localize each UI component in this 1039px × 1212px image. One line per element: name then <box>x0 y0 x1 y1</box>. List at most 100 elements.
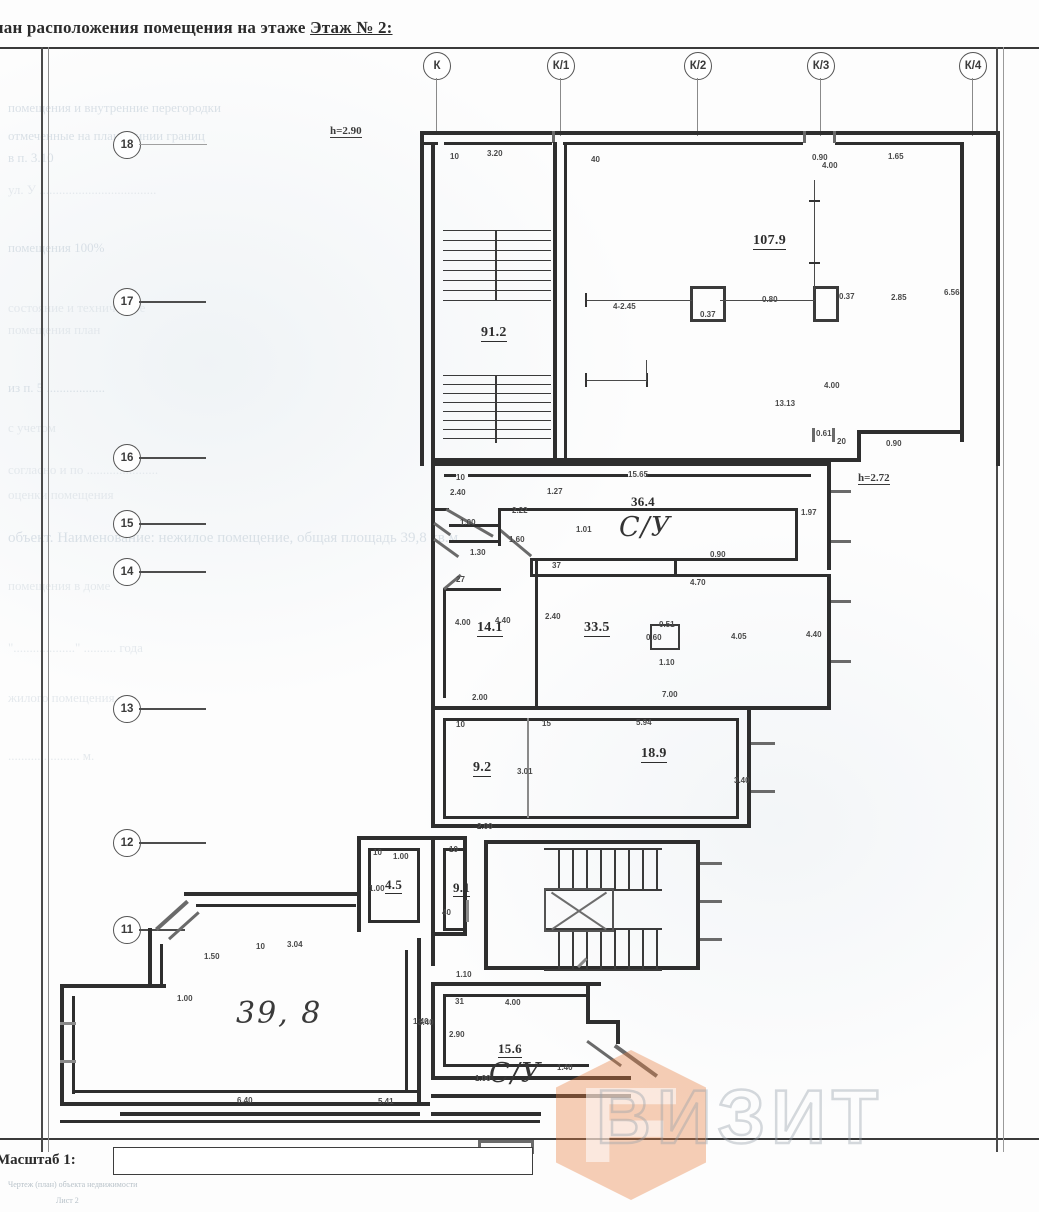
axis-lead-17 <box>139 301 206 303</box>
wall-lower-left-inner <box>443 720 446 818</box>
wall-wc-lower-right <box>586 982 590 1024</box>
wall-room91-bottom <box>431 932 467 936</box>
axis-marker-k4[interactable]: К/4 <box>959 52 987 80</box>
wall-room91-right <box>463 836 467 936</box>
wall-mid-top <box>431 462 831 466</box>
dimension-label: 0.60 <box>646 633 662 642</box>
dimension-label: 4.40 <box>806 630 822 639</box>
dimension-label: 1.00 <box>393 852 409 861</box>
dimension-label: 2.00 <box>472 693 488 702</box>
dimension-label: 6.56 <box>944 288 960 297</box>
wall-big-room-bottom-inner <box>72 1090 417 1093</box>
room-area-room-14-1: 14.1 <box>477 620 503 637</box>
scale-label: Масштаб 1: <box>0 1152 76 1168</box>
dimension-line-horizontal <box>586 300 692 302</box>
axis-marker-15[interactable]: 15 <box>113 510 141 538</box>
wall-stub <box>831 490 851 493</box>
wall-room45-left-inner <box>368 848 371 922</box>
wall-right-upper <box>996 131 1000 466</box>
wall-lower-left <box>431 710 435 828</box>
watermark-hex-glyph <box>586 1088 676 1162</box>
bleed-text: из п. 5 .................. <box>8 380 106 395</box>
bleed-text: помещения в доме <box>8 578 111 593</box>
wall-segment <box>563 142 803 145</box>
wall-lower-top-inner <box>443 718 739 721</box>
axis-marker-11[interactable]: 11 <box>113 916 141 944</box>
dimension-label: 6.40 <box>237 1096 253 1105</box>
column-1 <box>690 286 726 322</box>
dimension-label: 1.10 <box>456 970 472 979</box>
axis-marker-17[interactable]: 17 <box>113 288 141 316</box>
dimension-label: 1.27 <box>547 487 563 496</box>
axis-label: К <box>433 60 441 72</box>
wall-lower-bottom-inner <box>443 816 739 819</box>
wall-room91-left <box>431 836 435 966</box>
dimension-label: 5.41 <box>378 1097 394 1106</box>
axis-marker-16[interactable]: 16 <box>113 444 141 472</box>
dimension-label: 31 <box>455 997 464 1006</box>
dimension-label: 15 <box>542 719 551 728</box>
wall-wc-upper-left <box>498 508 501 530</box>
wall-wc-lower-jog <box>586 1020 620 1024</box>
scale-input-box[interactable] <box>113 1147 533 1175</box>
wall-room45-top <box>357 836 463 840</box>
elevator-shaft-icon <box>544 888 614 932</box>
axis-label: 14 <box>120 566 134 578</box>
wall-room45-right-inner <box>417 848 420 922</box>
bleed-text: ул. У ..................................… <box>8 182 157 197</box>
dimension-label: 0.51 <box>659 620 675 629</box>
wall-big-room-right-inner <box>405 950 408 1092</box>
wall-room-141-top <box>443 588 501 591</box>
dimension-label: 1.00 <box>369 884 385 893</box>
dimension-label: 27 <box>456 575 465 584</box>
stair-flight-lower-2 <box>544 928 662 971</box>
bleed-text: жилого помещения <box>8 690 115 705</box>
dimension-tick <box>585 373 587 387</box>
wall-stub <box>751 790 775 793</box>
wall-big-room-bottom <box>60 1102 430 1106</box>
bleed-text: "..................." .......... года <box>8 640 143 655</box>
axis-lead-13 <box>139 708 206 710</box>
dimension-label: 10 <box>373 848 382 857</box>
watermark-hex-icon <box>556 1050 706 1200</box>
dimension-label: 1.30 <box>470 548 486 557</box>
axis-marker-14[interactable]: 14 <box>113 558 141 586</box>
dimension-line-vertical <box>646 360 648 382</box>
room-area-room-4-5: 4.5 <box>385 877 403 894</box>
axis-marker-12[interactable]: 12 <box>113 829 141 857</box>
wall-pier <box>812 428 815 442</box>
wall-pier <box>833 131 836 143</box>
wall-mid-divider <box>530 574 830 577</box>
wall-stairwell-right <box>553 142 557 462</box>
bleed-text: в п. 3.10 <box>8 150 54 165</box>
axis-marker-k1[interactable]: К/1 <box>547 52 575 80</box>
axis-marker-13[interactable]: 13 <box>113 695 141 723</box>
wall-core-left <box>484 840 488 970</box>
height-note-lower: h=2.72 <box>858 472 890 485</box>
dimension-label: 0.80 <box>762 295 778 304</box>
dimension-label: 4-2.45 <box>613 302 636 311</box>
wall-room45-top-inner <box>368 848 420 851</box>
wall-segment <box>646 474 811 477</box>
bleed-text: отмеченные на плане линии границ <box>8 128 205 143</box>
axis-marker-k[interactable]: К <box>423 52 451 80</box>
axis-marker-18[interactable]: 18 <box>113 131 141 159</box>
dimension-label: 0.37 <box>700 310 716 319</box>
column-2 <box>813 286 839 322</box>
stair-flight-lower-1 <box>544 848 662 891</box>
dimension-label: 1.40 <box>557 1063 573 1072</box>
dimension-label: 1.00 <box>475 1074 491 1083</box>
axis-marker-k2[interactable]: К/2 <box>684 52 712 80</box>
dimension-label: 20 <box>837 437 846 446</box>
bleed-text: помещения 100% <box>8 240 105 255</box>
dimension-label: 40 <box>442 908 451 917</box>
wall-notch <box>60 1022 76 1025</box>
room-area-wc-upper: 36.4 <box>631 494 655 511</box>
axis-marker-k3[interactable]: К/3 <box>807 52 835 80</box>
page-title-prefix: лан расположения помещения на этаже <box>0 18 306 37</box>
dimension-label: 4.00 <box>505 998 521 1007</box>
page-title: лан расположения помещения на этаже Этаж… <box>0 18 393 38</box>
dimension-label: 4.40 <box>495 616 511 625</box>
dimension-label: 10 <box>456 720 465 729</box>
